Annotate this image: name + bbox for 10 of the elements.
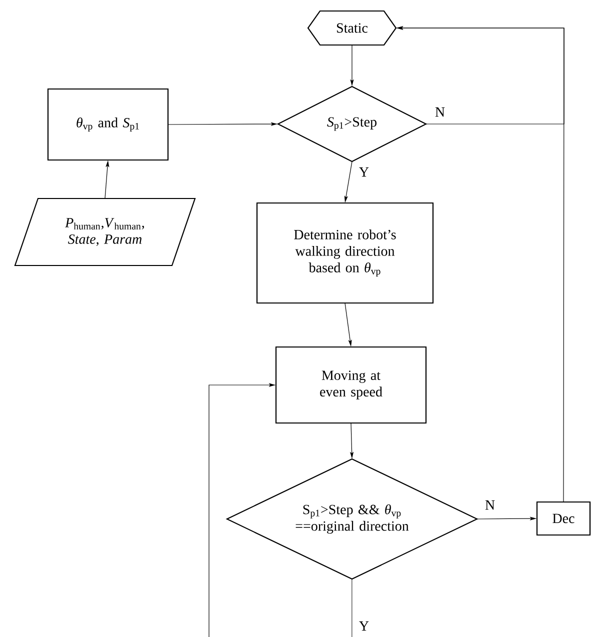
process-box: θ$_{vp}$ and S$_{p1}$ — [47, 88, 169, 161]
edge-label: N — [484, 499, 496, 511]
edge-label: N — [434, 106, 446, 118]
process-box: Moving at even speed — [275, 346, 427, 424]
process-box: Dec — [536, 501, 591, 536]
edge-label: Y — [358, 166, 370, 178]
process-box: Determine robot’s walking direction based on θ$_{vp}$ — [256, 202, 434, 304]
terminal-hexagon: Static — [307, 10, 397, 46]
input-parallelogram: P$_{human}$,V$_{human}$, State, Param — [14, 198, 196, 266]
edge-label: Y — [358, 620, 370, 632]
